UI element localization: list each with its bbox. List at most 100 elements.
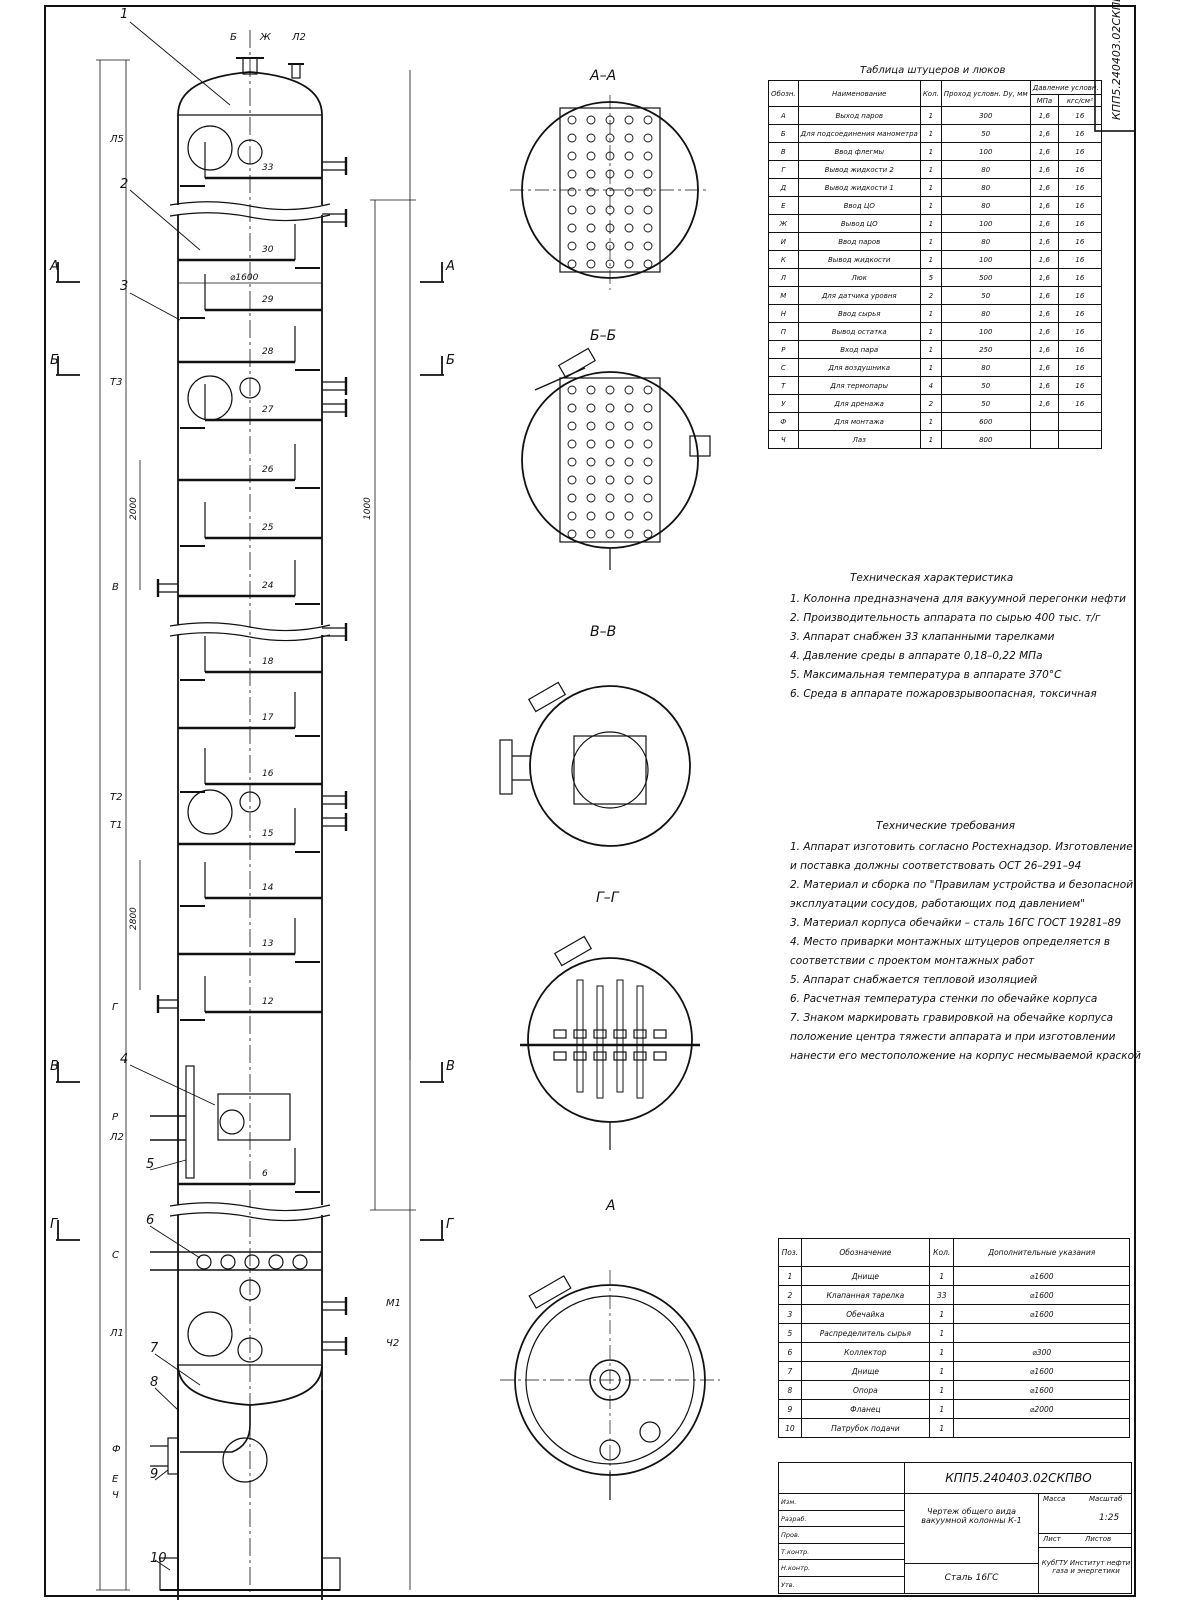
table-header: МПа (1029, 94, 1060, 107)
side-nozzle (322, 377, 348, 395)
label-e: Е (112, 1474, 119, 1485)
valve-cap (567, 115, 577, 125)
table-cell: 1 (919, 124, 942, 143)
table-cell: 4 (919, 376, 942, 395)
text-line: 4. Давление среды в аппарате 0,18–0,22 М… (790, 650, 1043, 662)
tray: 17 (178, 692, 320, 737)
table-cell: 50 (940, 286, 1031, 305)
table-cell: М (768, 286, 799, 305)
pipe-flange (573, 1029, 587, 1039)
table-cell (953, 1418, 1130, 1438)
table-cell: 1 (928, 1380, 955, 1400)
valve-cap (624, 133, 634, 143)
table-cell: Фланец (800, 1399, 930, 1419)
table-cell: С (768, 358, 799, 377)
valve-cap (643, 169, 653, 179)
table-cell: 2 (919, 286, 942, 305)
pipe-flange (653, 1051, 667, 1061)
valve-cap (567, 403, 577, 413)
valve-cap (586, 169, 596, 179)
table-cell: 16 (1058, 250, 1102, 269)
tray-number: 24 (262, 581, 274, 591)
label-g: Г (112, 1002, 119, 1013)
tray-number: 26 (262, 465, 274, 475)
table-cell: Л (768, 268, 799, 287)
callout-number: 5 (146, 1157, 154, 1172)
text-line: положение центра тяжести аппарата и при … (790, 1031, 1116, 1043)
table-cell: 100 (940, 322, 1031, 341)
table-cell: 16 (1058, 232, 1102, 251)
tray: 33 (180, 142, 322, 187)
valve-cap (605, 403, 615, 413)
valve-cap (567, 151, 577, 161)
side-nozzle (322, 623, 348, 641)
tray: 28 (178, 326, 320, 371)
valve-cap (643, 403, 653, 413)
table-header: Поз. (778, 1238, 802, 1267)
title-block-code: КПП5.240403.02СКПВО (904, 1463, 1132, 1494)
valve-cap (586, 511, 596, 521)
title-mass-label: Масса (1043, 1495, 1066, 1503)
table-cell: Опора (800, 1380, 930, 1400)
text-line: 1. Аппарат изготовить согласно Ростехнад… (790, 841, 1133, 853)
pipe-flange (633, 1051, 647, 1061)
label-l1: Л1 (109, 1328, 124, 1339)
column-vessel (150, 57, 341, 1600)
cut-label-g-right: Г (446, 1217, 455, 1232)
tray-number: 12 (262, 997, 274, 1007)
valve-cap (643, 421, 653, 431)
manholes (187, 125, 263, 1363)
valve-cap (643, 259, 653, 269)
callout-number: 9 (150, 1467, 158, 1482)
side-nozzle (322, 791, 348, 809)
side-nozzle (156, 579, 178, 597)
table-header: Кол. (919, 80, 942, 107)
valve-cap (643, 475, 653, 485)
table-cell: 1,6 (1029, 376, 1060, 395)
title-block-name: Чертеж общего вида вакуумной колонны К-1 (904, 1493, 1039, 1563)
callout-number: 8 (150, 1375, 158, 1390)
table-cell: 80 (940, 178, 1031, 197)
table-cell: ⌀300 (953, 1342, 1130, 1362)
valve-cap (624, 421, 634, 431)
table-cell: 1,6 (1029, 358, 1060, 377)
valve-cap (567, 241, 577, 251)
table-cell: 16 (1058, 286, 1102, 305)
table-cell: 1 (919, 430, 942, 449)
title-block-material: Сталь 16ГС (904, 1563, 1039, 1593)
table-cell: 16 (1058, 142, 1102, 161)
section-title-aa: А–А (589, 68, 616, 84)
label-f: Ф (112, 1444, 121, 1455)
section-title-a: А (605, 1198, 616, 1214)
text-line: 4. Место приварки монтажных штуцеров опр… (790, 936, 1111, 948)
table-cell: Для термопары (797, 376, 921, 395)
valve-cap (567, 169, 577, 179)
valve-cap (643, 205, 653, 215)
valve-cap (624, 169, 634, 179)
valve-cap (567, 475, 577, 485)
callout-number: 4 (120, 1052, 128, 1067)
table-cell: 16 (1058, 340, 1102, 359)
valve-cap (624, 439, 634, 449)
table-cell: 16 (1058, 196, 1102, 215)
table-cell: 1,6 (1029, 340, 1060, 359)
valve-cap (643, 133, 653, 143)
valve-cap (586, 187, 596, 197)
table-cell: 1,6 (1029, 142, 1060, 161)
title-scale-label: Масштаб (1089, 1495, 1123, 1503)
valve-cap (567, 205, 577, 215)
valve-cap (567, 223, 577, 233)
label-l2: Л2 (109, 1132, 124, 1143)
pipe-flange (593, 1051, 607, 1061)
table-cell: 1 (919, 340, 942, 359)
tray-number: 18 (262, 657, 274, 667)
table-cell: 10 (778, 1418, 802, 1438)
table-cell: Для датчика уровня (797, 286, 921, 305)
table-cell: 5 (919, 268, 942, 287)
collector (150, 1251, 322, 1271)
